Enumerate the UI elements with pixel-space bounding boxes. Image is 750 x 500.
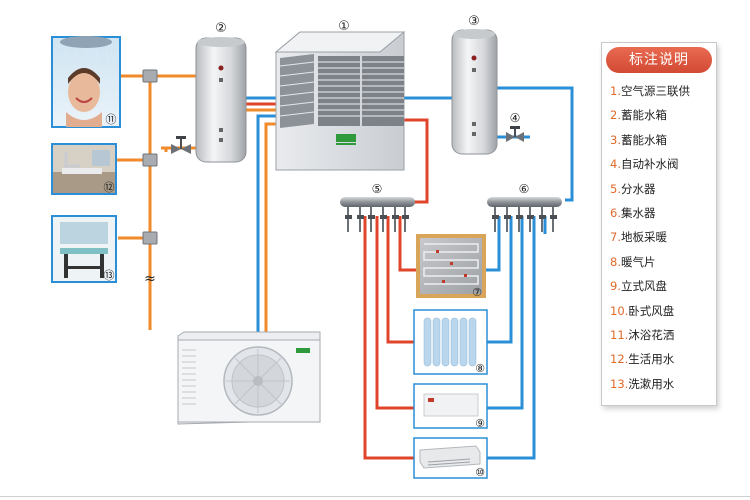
continuation-mark: ≈ bbox=[144, 271, 156, 287]
outdoor-unit bbox=[177, 331, 321, 425]
label-6: ⑥ bbox=[519, 182, 530, 196]
heat-pump-unit bbox=[274, 31, 406, 171]
legend-item-text: 分水器 bbox=[620, 181, 656, 196]
legend-item: 4.自动补水阀 bbox=[610, 156, 678, 172]
legend-item-text: 空气源三联供 bbox=[620, 84, 690, 98]
legend-item-number: 4. bbox=[610, 157, 621, 172]
legend-title: 标注说明 bbox=[606, 47, 712, 73]
legend-item-text: 生活用水 bbox=[628, 352, 675, 367]
legend-item-number: 9. bbox=[610, 279, 621, 294]
label-12: ⑫ bbox=[104, 181, 115, 194]
tank2-unit-pipes bbox=[246, 96, 276, 112]
storage-tank-2 bbox=[195, 37, 247, 163]
legend-item-number: 11. bbox=[610, 328, 629, 342]
legend-item: 3.蓄能水箱 bbox=[610, 132, 667, 148]
label-3: ③ bbox=[468, 14, 480, 29]
distributor-supply-pipes bbox=[363, 216, 416, 460]
horizontal-fan-coil-panel bbox=[413, 437, 488, 479]
legend-item-text: 蓄能水箱 bbox=[620, 132, 667, 147]
legend-item-number: 10. bbox=[610, 303, 629, 318]
legend-item-number: 8. bbox=[610, 254, 621, 269]
legend-item-number: 7. bbox=[610, 230, 621, 245]
label-10: ⑩ bbox=[475, 466, 485, 479]
legend-item-text: 自动补水阀 bbox=[620, 157, 679, 172]
legend-item-text: 沐浴花洒 bbox=[628, 328, 675, 342]
legend-item: 11.沐浴花洒 bbox=[610, 327, 674, 343]
unit-outdoor-pipes bbox=[256, 114, 429, 344]
label-7: ⑦ bbox=[472, 286, 482, 299]
bottom-divider bbox=[0, 496, 750, 497]
legend-item: 5.分水器 bbox=[610, 181, 655, 197]
valve-icon bbox=[171, 136, 191, 154]
legend-item-text: 暖气片 bbox=[620, 254, 656, 269]
legend-item-text: 卧式风盘 bbox=[628, 303, 675, 318]
legend-item-number: 1. bbox=[610, 84, 621, 98]
label-13: ⑬ bbox=[104, 269, 115, 282]
collector-return-pipe bbox=[497, 86, 574, 202]
domestic-hot-water-pipes bbox=[117, 74, 196, 330]
legend-item: 7.地板采暖 bbox=[610, 229, 667, 245]
pipe-tee-fittings bbox=[142, 69, 158, 245]
label-11: ⑪ bbox=[106, 113, 117, 126]
legend-item-number: 12. bbox=[610, 352, 629, 367]
legend-item-number: 3. bbox=[610, 132, 621, 147]
legend-item-text: 立式风盘 bbox=[620, 279, 667, 294]
legend-item: 1.空气源三联供 bbox=[610, 83, 690, 99]
legend-item-text: 洗漱用水 bbox=[628, 376, 675, 391]
legend-item-number: 6. bbox=[610, 206, 621, 220]
legend-item: 10.卧式风盘 bbox=[610, 303, 674, 319]
label-9: ⑨ bbox=[475, 417, 485, 430]
radiator-panel bbox=[413, 309, 488, 375]
legend-item: 8.暖气片 bbox=[610, 254, 655, 270]
legend-item: 2.蓄能水箱 bbox=[610, 107, 667, 123]
vertical-fan-coil-panel bbox=[413, 383, 488, 429]
distributor-manifold bbox=[340, 197, 415, 232]
legend-item: 12.生活用水 bbox=[610, 351, 674, 367]
legend-item-number: 5. bbox=[610, 181, 621, 196]
collector-return-pipes bbox=[486, 216, 547, 460]
legend-item-number: 13. bbox=[610, 376, 629, 391]
floor-heating-panel bbox=[416, 234, 486, 298]
legend-item-text: 蓄能水箱 bbox=[620, 108, 667, 123]
washbasin-photo bbox=[51, 215, 117, 283]
legend-item-number: 2. bbox=[610, 108, 621, 123]
label-1: ① bbox=[338, 19, 350, 34]
label-2: ② bbox=[215, 21, 227, 36]
legend-item: 9.立式风盘 bbox=[610, 278, 667, 294]
shower-photo bbox=[51, 36, 121, 128]
legend-item-text: 地板采暖 bbox=[620, 230, 667, 245]
legend-item-text: 集水器 bbox=[620, 206, 656, 220]
collector-manifold bbox=[487, 197, 562, 232]
legend-item: 13.洗漱用水 bbox=[610, 376, 674, 392]
legend-item: 6.集水器 bbox=[610, 205, 655, 221]
label-5: ⑤ bbox=[372, 182, 383, 196]
label-4: ④ bbox=[510, 111, 521, 125]
makeup-valve-icon bbox=[506, 126, 524, 142]
label-8: ⑧ bbox=[475, 362, 485, 375]
kitchen-photo bbox=[51, 143, 117, 195]
storage-tank-3 bbox=[451, 29, 498, 155]
